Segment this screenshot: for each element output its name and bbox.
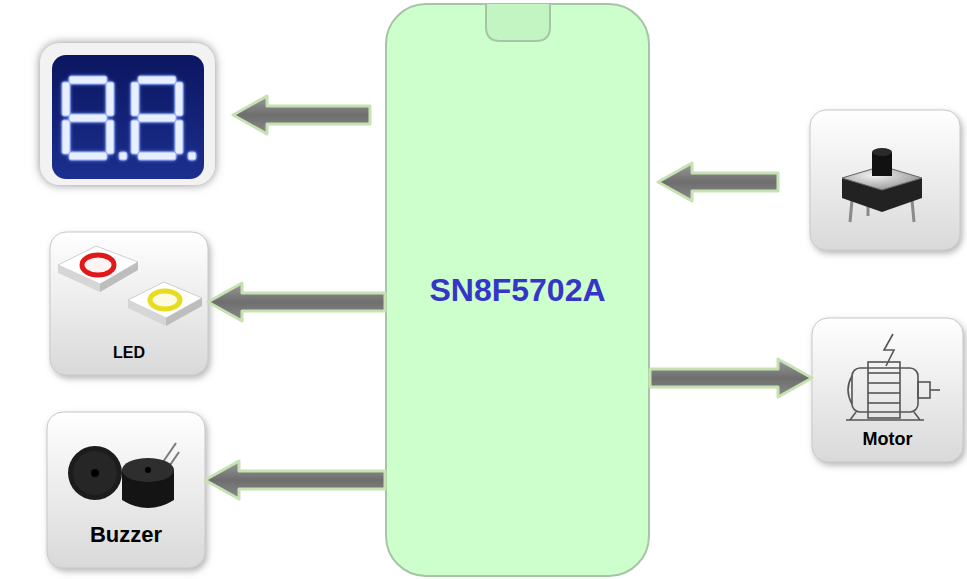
buzzer-box-part: [47, 412, 205, 568]
motor-icon-part: [914, 412, 920, 420]
motor-icon-part: [868, 362, 900, 418]
buzzer-box-part: [91, 469, 99, 477]
motor-icon-part: [930, 389, 940, 391]
display-segments-part: [131, 82, 139, 116]
display-segments-part: [175, 120, 183, 154]
node-label: SN8F5702A: [429, 271, 605, 309]
chip-node: SN8F5702A: [385, 3, 650, 577]
signal-arrow: [205, 461, 385, 499]
seven-segment-display-part: [40, 43, 215, 185]
motor-icon-part: [868, 372, 900, 374]
display-segments-part: [175, 82, 183, 116]
motor-icon-part: [846, 419, 924, 421]
motor-icon-part: [868, 382, 900, 384]
seven-segment-display: [40, 43, 215, 185]
button-box-part: [850, 200, 852, 222]
display-segments-part: [106, 82, 114, 116]
buzzer-node: Buzzer: [47, 412, 205, 568]
display-segments-part: [62, 82, 70, 116]
chip-body-part: [386, 4, 649, 576]
signal-arrow: [208, 283, 385, 321]
button-box-part: [810, 110, 960, 250]
display-segments-part: [138, 114, 176, 122]
buzzer-box: [47, 412, 205, 568]
seven-segment-display-part: [52, 55, 204, 179]
buzzer-box-part: [68, 446, 122, 500]
led-box-part: [50, 232, 208, 375]
node-label: LED: [113, 343, 145, 362]
motor-icon-part: [868, 402, 900, 404]
display-segments-part: [131, 120, 139, 154]
motor-box-part: [812, 318, 963, 462]
display-segments-part: [138, 76, 176, 84]
motor-icon: [846, 334, 940, 420]
motor-box: [812, 318, 963, 462]
signal-arrow: [233, 96, 778, 201]
signal-arrow-part: [233, 96, 370, 134]
motor-icon-part: [918, 382, 930, 398]
motor-icon-part: [868, 392, 900, 394]
led-node: LED: [50, 232, 208, 375]
display-segments-part: [188, 152, 196, 160]
button-box: [810, 110, 960, 250]
signal-arrow: [650, 359, 812, 397]
button-box-part: [912, 200, 914, 222]
led-box-part: [150, 291, 180, 309]
motor-icon-part: [850, 412, 856, 420]
node-label: Motor: [863, 429, 913, 451]
display-segments-part: [69, 114, 107, 122]
display-segments-part: [69, 76, 107, 84]
buzzer-box-part: [73, 451, 117, 495]
node-label: Buzzer: [90, 522, 162, 548]
signal-arrow-part: [658, 163, 778, 201]
led-box-part: [82, 255, 114, 275]
motor-icon-part: [848, 376, 852, 404]
motor-node: Motor: [812, 318, 963, 462]
display-segments-part: [138, 152, 176, 160]
display-segments-part: [69, 152, 107, 160]
buzzer-box-part: [145, 467, 151, 473]
display-segments-part: [62, 120, 70, 154]
display-segments-part: [119, 152, 127, 160]
chip-body-part: [486, 4, 550, 41]
buzzer-box-part: [122, 458, 174, 482]
motor-icon-part: [852, 368, 918, 412]
display-segments-part: [106, 120, 114, 154]
led-box: [50, 232, 208, 375]
chip-body: [386, 4, 649, 576]
button-box-part: [872, 148, 892, 156]
display-segments: [62, 76, 196, 160]
